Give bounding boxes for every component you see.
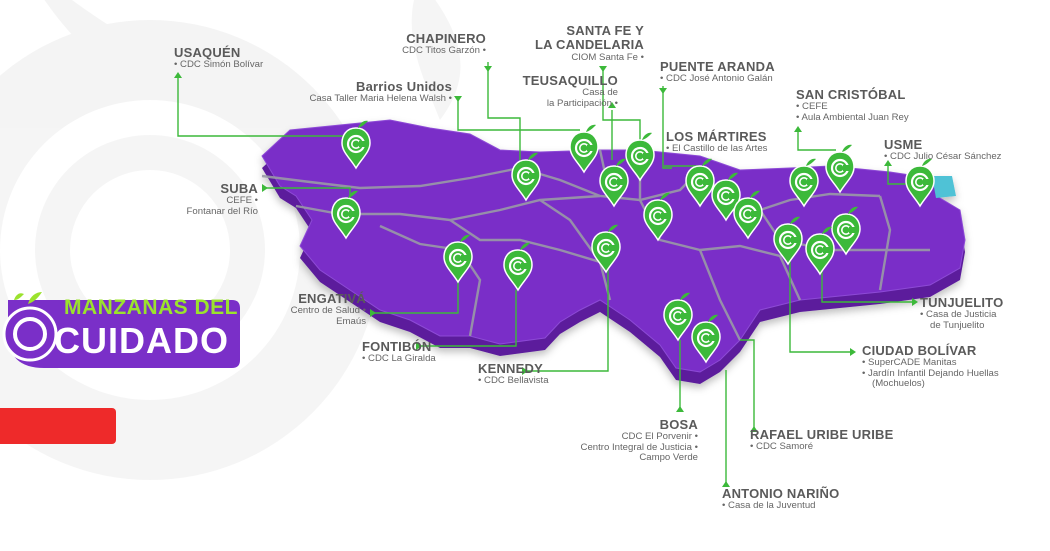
locality-item: • SuperCADE Manitas [862,357,957,369]
label-santa-fe[interactable]: SANTA FE Y LA CANDELARIA CIOM Santa Fe • [526,23,644,63]
locality-item: Casa Taller Maria Helena Walsh • [309,93,452,105]
label-bosa[interactable]: BOSA CDC El Porvenir • Centro Integral d… [520,417,698,464]
locality-item: Centro Integral de Justicia • [580,441,698,453]
locality-name: PUENTE ARANDA [660,59,775,74]
locality-item: • CEFE [796,101,828,113]
locality-item: • Casa de la Juventud [722,500,816,512]
locality-item: Centro de Salud • [290,305,366,317]
locality-item: • CDC Simón Bolívar [174,59,264,71]
label-los-martires[interactable]: LOS MÁRTIRES • El Castillo de las Artes [666,129,768,155]
locality-item: (Mochuelos) [872,378,925,390]
label-engativa[interactable]: ENGATIVÁ Centro de Salud • Emaús [246,291,366,327]
label-chapinero[interactable]: CHAPINERO CDC Titos Garzón • [346,31,486,57]
label-antonio-narino[interactable]: ANTONIO NARIÑO • Casa de la Juventud [722,486,840,512]
label-kennedy[interactable]: KENNEDY • CDC Bellavista [478,361,549,387]
locality-name: LA CANDELARIA [535,37,644,53]
locality-item: CEFE • [226,195,258,207]
locality-item: • CDC Samoré [750,441,814,453]
label-suba[interactable]: SUBA CEFE • Fontanar del Río [150,181,258,217]
locality-item: Campo Verde [639,452,698,464]
locality-item: CDC El Porvenir • [621,431,698,443]
label-rafael-uribe[interactable]: RAFAEL URIBE URIBE • CDC Samoré [750,427,894,453]
locality-item: • Aula Ambiental Juan Rey [796,111,909,123]
locality-name: RAFAEL URIBE URIBE [750,427,894,442]
locality-item: de Tunjuelito [930,319,985,331]
locality-item: • CDC José Antonio Galán [660,73,773,85]
locality-item: • CDC Julio César Sánchez [884,151,1002,163]
brand-line1: MANZANAS DEL [64,296,238,319]
locality-name: CHAPINERO [406,31,486,46]
locality-item: • Jardín Infantil Dejando Huellas [862,367,999,379]
label-ciudad-bolivar[interactable]: CIUDAD BOLÍVAR • SuperCADE Manitas • Jar… [862,343,999,390]
locality-name: USME [884,137,923,152]
locality-item: CIOM Santa Fe • [571,51,644,63]
locality-name: CIUDAD BOLÍVAR [862,343,977,358]
locality-name: SUBA [220,181,258,196]
label-teusaquillo[interactable]: TEUSAQUILLO Casa de la Participación • [500,73,618,109]
locality-name: ANTONIO NARIÑO [722,486,840,501]
locality-item: • CDC La Giralda [362,353,436,365]
brand-logo-shape [2,292,240,368]
leader-arrows [174,66,918,487]
locality-name: LOS MÁRTIRES [666,129,767,144]
locality-item: CDC Titos Garzón • [402,45,486,57]
locality-name: TUNJUELITO [920,295,1004,310]
locality-name: SAN CRISTÓBAL [796,87,906,102]
locality-item: • CDC Bellavista [478,375,549,387]
brand-line2: CUIDADO [54,320,229,361]
water-patch [932,176,956,198]
label-usme[interactable]: USME • CDC Julio César Sánchez [884,137,1002,163]
locality-item: la Participación • [546,97,618,109]
label-fontibon[interactable]: FONTIBÓN • CDC La Giralda [362,339,436,365]
label-barrios-unidos[interactable]: Barrios Unidos Casa Taller Maria Helena … [260,79,452,105]
locality-item: • El Castillo de las Artes [666,143,768,155]
brand-logo: MANZANAS DEL CUIDADO [2,290,242,370]
locality-item: • Casa de Justicia [920,309,997,321]
red-accent-bar [0,408,116,444]
label-usaquen[interactable]: USAQUÉN • CDC Simón Bolívar [174,45,264,71]
label-san-cristobal[interactable]: SAN CRISTÓBAL • CEFE • Aula Ambiental Ju… [796,87,909,123]
locality-item: Casa de [582,87,618,99]
locality-name: SANTA FE Y [566,23,644,38]
locality-name: FONTIBÓN [362,339,432,354]
locality-item: Fontanar del Río [186,205,258,217]
locality-name: USAQUÉN [174,45,241,60]
leader-lines [177,62,912,487]
locality-name: BOSA [659,417,698,432]
label-puente-aranda[interactable]: PUENTE ARANDA • CDC José Antonio Galán [660,59,775,85]
locality-item: Emaús [336,315,366,327]
label-tunjuelito[interactable]: TUNJUELITO • Casa de Justicia de Tunjuel… [920,295,1004,331]
locality-name: TEUSAQUILLO [522,73,618,88]
locality-name: Barrios Unidos [356,79,452,94]
locality-name: KENNEDY [478,361,543,376]
locality-name: ENGATIVÁ [298,291,366,306]
